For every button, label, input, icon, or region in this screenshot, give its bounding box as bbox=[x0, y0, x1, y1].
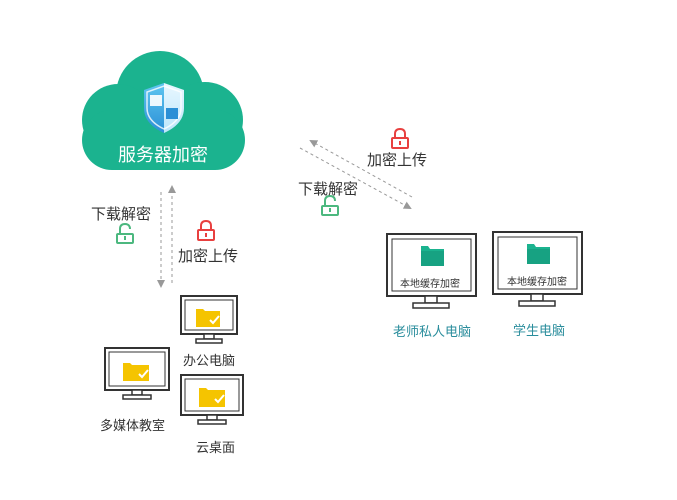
student-pc-caption: 学生电脑 bbox=[513, 324, 566, 339]
folder-icon bbox=[196, 309, 220, 327]
teacher-pc-caption: 老师私人电脑 bbox=[393, 325, 472, 340]
cloud-shape bbox=[82, 51, 245, 170]
monitor-teacher bbox=[386, 233, 477, 309]
folder-icon bbox=[123, 363, 149, 381]
monitor-cloud-desktop bbox=[180, 374, 244, 425]
right-download-label: 下载解密 bbox=[298, 180, 359, 198]
lock-icon-red-right bbox=[391, 127, 409, 149]
lock-icon-red-left bbox=[197, 219, 215, 241]
left-upload-label: 加密上传 bbox=[178, 247, 239, 265]
cloud-desktop-label: 云桌面 bbox=[196, 441, 236, 456]
left-download-label: 下载解密 bbox=[91, 205, 152, 223]
monitor-multimedia bbox=[104, 347, 170, 400]
folder-icon bbox=[199, 388, 225, 407]
lock-icon-green-right bbox=[321, 194, 339, 216]
folder-icon bbox=[527, 244, 550, 264]
arrow-up-right bbox=[309, 140, 413, 198]
folder-icon bbox=[421, 246, 444, 266]
shield-icon bbox=[144, 83, 184, 133]
monitor-office bbox=[180, 295, 238, 344]
monitor-student bbox=[492, 231, 583, 307]
server-label: 服务器加密 bbox=[118, 145, 208, 166]
multimedia-room-label: 多媒体教室 bbox=[100, 419, 166, 434]
teacher-screen-text: 本地缓存加密 bbox=[400, 279, 460, 290]
student-screen-text: 本地缓存加密 bbox=[507, 277, 567, 288]
lock-icon-green-left bbox=[116, 222, 134, 244]
office-pc-label: 办公电脑 bbox=[183, 354, 236, 369]
right-upload-label: 加密上传 bbox=[367, 151, 428, 169]
arrow-down-right bbox=[299, 147, 412, 209]
